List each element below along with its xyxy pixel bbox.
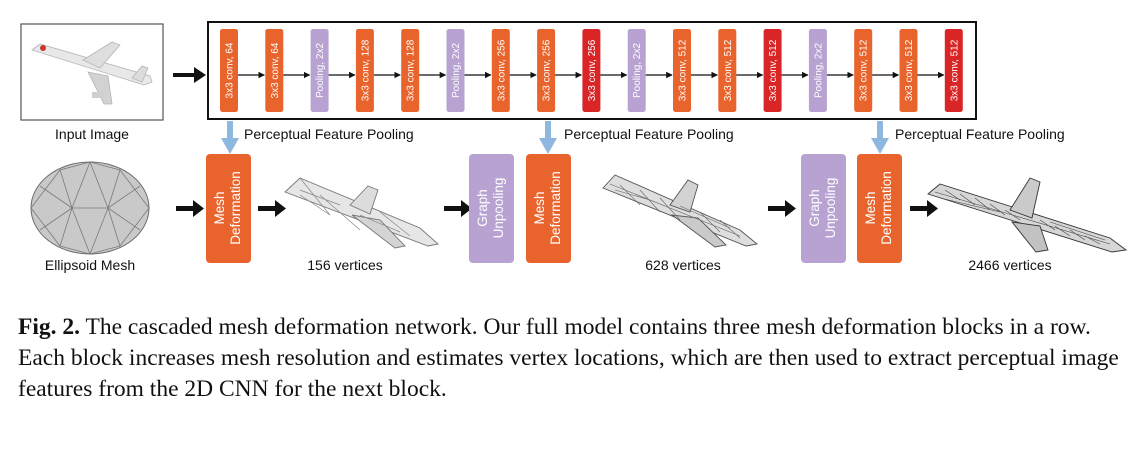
cnn-block-label-15: 3x3 conv, 512 [859,39,870,101]
graph-unpooling-1-line2: Unpooling [491,178,506,239]
airplane-mesh-2466 [927,177,1128,253]
cnn-block-14 [808,29,827,112]
cnn-block-3 [310,29,329,112]
flow-arrow-3 [444,200,472,217]
mesh-deformation-3-line2: Deformation [879,171,894,245]
graph-unpooling-2-line2: Unpooling [823,178,838,239]
cnn-block-label-7: 3x3 conv, 256 [496,39,507,101]
cnn-block-label-6: Pooling, 2x2 [451,43,462,98]
figure-caption: Fig. 2. The cascaded mesh deformation ne… [18,312,1128,405]
cnn-block-12 [718,29,737,112]
cnn-block-4 [355,29,374,112]
cnn-block-15 [854,29,873,112]
cnn-block-label-12: 3x3 conv, 512 [723,39,734,101]
cnn-block-10 [627,29,646,112]
cnn-block-16 [899,29,918,112]
flow-arrow-4 [768,200,796,217]
flow-arrow-5 [910,200,938,217]
feature-arrow-1 [221,121,239,154]
ellipsoid-label: Ellipsoid Mesh [45,257,135,273]
cnn-block-label-14: Pooling, 2x2 [813,43,824,98]
cnn-block-label-17: 3x3 conv, 512 [949,39,960,101]
cnn-block-group: 3x3 conv, 64 3x3 conv, 64 Pooling, 2x2 3x3 … [220,29,963,112]
flow-arrows [176,200,938,217]
cnn-block-17 [944,29,963,112]
cnn-block-5 [401,29,420,112]
graph-unpooling-block-2: Graph Unpooling [801,154,846,263]
mesh-deformation-1-line2: Deformation [228,171,243,245]
feature-arrow-3 [871,121,889,154]
flow-arrow-2 [258,200,286,217]
stage-label-2: 628 vertices [645,257,720,273]
cnn-block-2 [265,29,284,112]
cnn-block-13 [763,29,782,112]
feature-pooling-arrows [221,121,889,154]
input-image-label: Input Image [55,126,129,142]
cnn-block-label-4: 3x3 conv, 128 [360,39,371,101]
mesh-deformation-3-line1: Mesh [863,191,878,224]
pooling-label-1: Perceptual Feature Pooling [244,126,414,142]
stage-label-1: 156 vertices [307,257,382,273]
cnn-block-label-8: 3x3 conv, 256 [542,39,553,101]
cnn-block-label-3: Pooling, 2x2 [315,43,326,98]
mesh-deformation-block-2: Mesh Deformation [526,154,571,263]
mesh-deformation-block-1: Mesh Deformation [206,154,251,263]
cnn-block-1 [220,29,238,112]
cnn-block-11 [673,29,691,112]
cnn-block-6 [446,29,465,112]
cnn-block-label-2: 3x3 conv, 64 [270,42,281,98]
caption-prefix: Fig. 2. [18,314,81,340]
airplane-mesh-156 [284,177,439,249]
airplane-mesh-628 [602,174,759,248]
cnn-block-label-5: 3x3 conv, 128 [406,39,417,101]
feature-arrow-2 [539,121,557,154]
flow-arrow-1 [176,200,204,217]
cnn-block-8 [537,29,556,112]
input-to-cnn-arrow [173,67,206,83]
mesh-deformation-2-line1: Mesh [532,191,547,224]
cnn-block-9 [582,29,601,112]
pooling-label-2: Perceptual Feature Pooling [564,126,734,142]
caption-text: The cascaded mesh deformation network. O… [18,314,1119,402]
graph-unpooling-2-line1: Graph [807,189,822,227]
network-diagram: Input Image 3x3 conv, 64 3x3 conv, 64 Pool… [20,21,1128,273]
cnn-block-7 [491,29,510,112]
graph-unpooling-1-line1: Graph [475,189,490,227]
input-airplane-image [31,41,153,105]
mesh-deformation-2-line2: Deformation [548,171,563,245]
pooling-label-3: Perceptual Feature Pooling [895,126,1065,142]
cnn-block-label-11: 3x3 conv, 512 [678,39,689,101]
cnn-block-label-10: Pooling, 2x2 [632,43,643,98]
cnn-block-label-13: 3x3 conv, 512 [768,39,779,101]
cnn-block-label-9: 3x3 conv, 256 [587,39,598,101]
stage-label-3: 2466 vertices [968,257,1051,273]
graph-unpooling-block-1: Graph Unpooling [469,154,514,263]
mesh-deformation-block-3: Mesh Deformation [857,154,902,263]
cnn-block-label-1: 3x3 conv, 64 [225,42,236,98]
cnn-block-label-16: 3x3 conv, 512 [904,39,915,101]
mesh-deformation-1-line1: Mesh [212,191,227,224]
ellipsoid-mesh-image [30,160,150,256]
